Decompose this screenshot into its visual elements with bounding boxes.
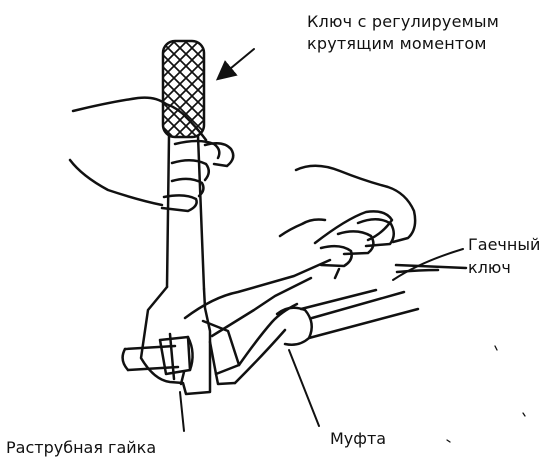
torque-wrench-label: Ключ с регулируемым крутящим моментом	[307, 11, 499, 55]
open-end-wrench-label: Гаечный ключ	[468, 233, 540, 279]
flare-nut	[160, 334, 193, 379]
flare-nut-leader	[180, 392, 184, 431]
torque-wrench	[141, 41, 210, 394]
open-end-wrench	[185, 211, 392, 384]
coupling-label: Муфта	[330, 428, 386, 450]
coupling-leader	[289, 350, 319, 426]
torque-wrench-shaft	[167, 136, 204, 289]
torque-wrench-head	[141, 287, 210, 394]
hand-right	[280, 166, 466, 278]
pipe-left	[123, 346, 178, 370]
open-end-wrench-label-line-1: Гаечный	[468, 233, 540, 256]
torque-wrench-grip	[163, 41, 204, 137]
coupling	[277, 290, 418, 345]
hand-upper	[70, 98, 233, 211]
flare-nut-label: Раструбная гайка	[6, 437, 156, 459]
scan-marks	[447, 346, 525, 442]
torque-wrench-label-line-1: Ключ с регулируемым	[307, 11, 499, 33]
leader-lines	[180, 49, 463, 431]
open-end-wrench-label-line-2: ключ	[468, 256, 540, 279]
torque-wrench-label-line-2: крутящим моментом	[307, 33, 499, 55]
torque-wrench-arrow	[219, 49, 254, 78]
